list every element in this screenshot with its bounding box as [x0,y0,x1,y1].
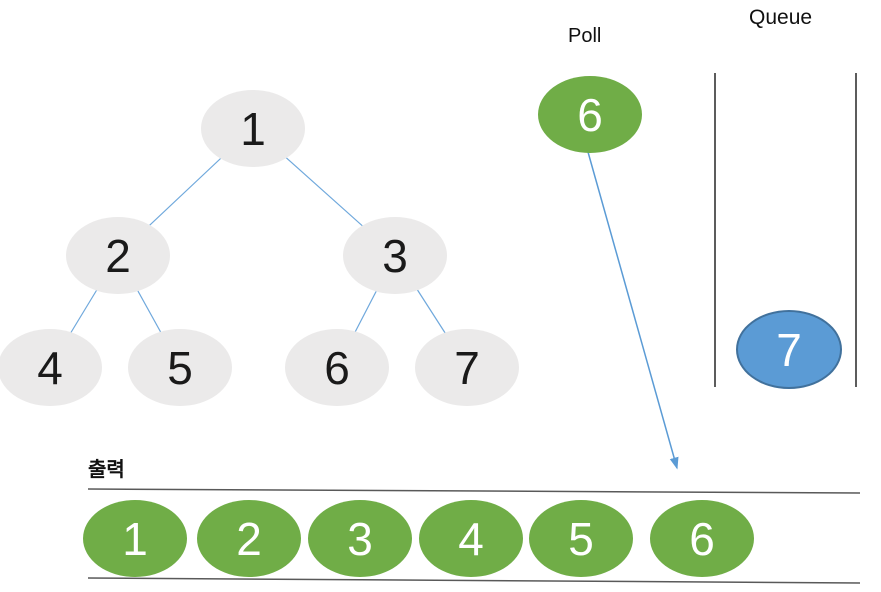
output-item-3: 3 [308,500,412,577]
tree-node-3: 3 [343,217,447,294]
poll-label: Poll [568,25,602,47]
tree-node-4: 4 [0,329,102,406]
output-item-4: 4 [419,500,523,577]
output-item-2: 2 [197,500,301,577]
queue-label: Queue [749,6,813,29]
tree-node-2: 2 [66,217,170,294]
tree-node-5: 5 [128,329,232,406]
output-item-6: 6 [650,500,754,577]
output-label: 출력 [88,459,125,481]
tree-node-7: 7 [415,329,519,406]
output-top-line [87,488,861,494]
poll-to-output-arrow [587,151,679,470]
tree-node-1: 1 [201,90,305,167]
poll-node: 6 [538,76,642,153]
output-bottom-line [87,577,861,584]
tree-node-6: 6 [285,329,389,406]
output-item-5: 5 [529,500,633,577]
output-item-1: 1 [83,500,187,577]
queue-item: 7 [736,310,842,389]
